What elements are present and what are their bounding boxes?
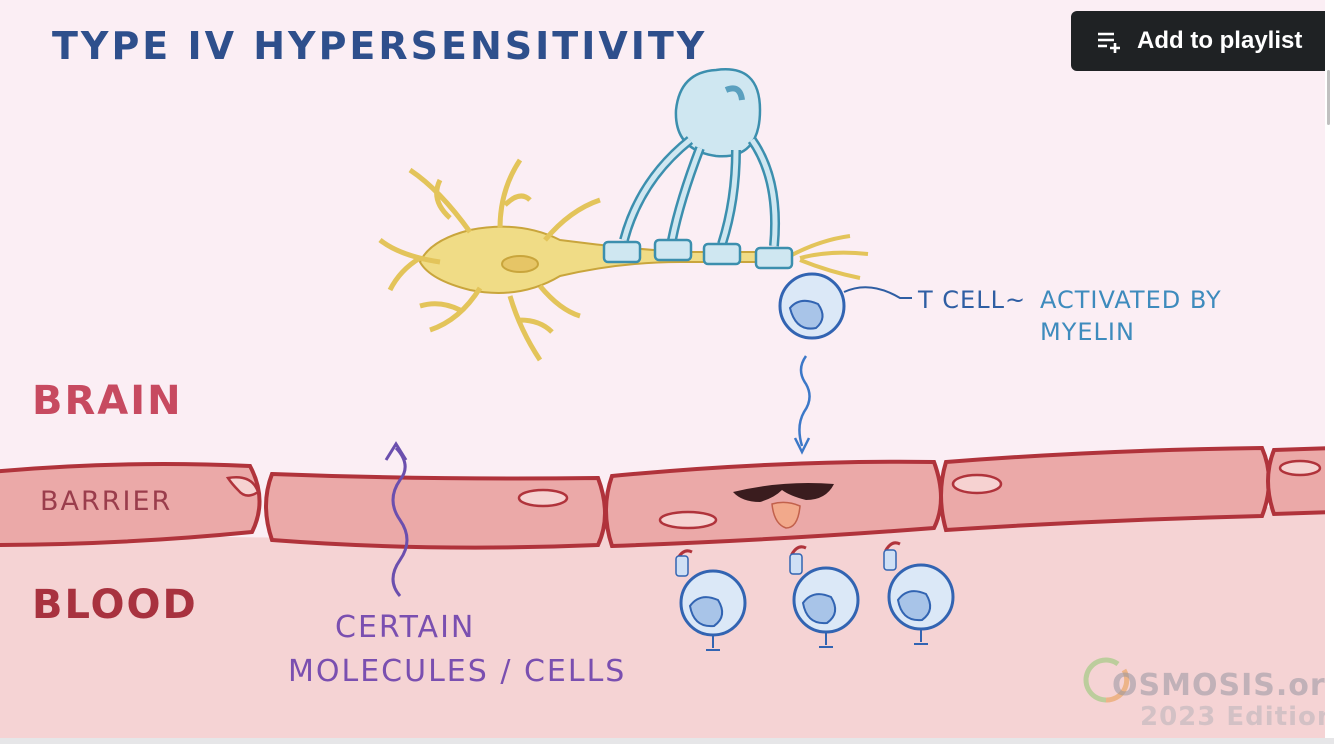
brain-label: BRAIN: [32, 378, 183, 424]
blood-region: [0, 505, 1334, 744]
slide-title: TYPE IV HYPERSENSITIVITY: [52, 24, 708, 68]
molecules-cells-label: MOLECULES / CELLS: [288, 654, 627, 689]
barrier-cell-4: [939, 445, 1271, 533]
tcell-arrow: [798, 355, 811, 447]
barrier-nuclei: [225, 459, 1322, 530]
barrier-cell-1: [0, 462, 262, 547]
activated-by-label: ACTIVATED BY: [1040, 286, 1222, 314]
barrier-label: BARRIER: [40, 486, 173, 517]
lymphocyte-1: [675, 549, 747, 651]
playlist-add-icon: [1098, 32, 1120, 53]
blood-lymphocytes: [675, 541, 955, 651]
watermark-brand: OSMOSIS.org: [1112, 668, 1334, 703]
t-cell-label: T CELL~: [918, 286, 1027, 314]
barrier-cell-2: [264, 471, 607, 550]
scrollbar-thumb[interactable]: [1327, 70, 1330, 125]
lymphocyte-2: [789, 545, 860, 648]
certain-label: CERTAIN: [335, 610, 476, 645]
molecule-arrow: [391, 446, 409, 597]
add-to-playlist-label: Add to playlist: [1137, 27, 1303, 54]
osmosis-logo: [1083, 657, 1130, 703]
oligodendrocyte: [602, 68, 794, 270]
brain-region: [0, 0, 1334, 470]
t-cell: [778, 272, 912, 340]
myelin-label: MYELIN: [1040, 318, 1135, 346]
add-to-playlist-button[interactable]: Add to playlist: [1071, 11, 1334, 71]
lymphocyte-3: [883, 541, 955, 645]
cool-cell-face: [733, 483, 834, 529]
bottom-edge-bar: [0, 738, 1334, 744]
blood-label: BLOOD: [32, 582, 198, 628]
watermark-edition: 2023 Edition: [1140, 702, 1334, 732]
scrollbar-track[interactable]: [1325, 0, 1334, 744]
